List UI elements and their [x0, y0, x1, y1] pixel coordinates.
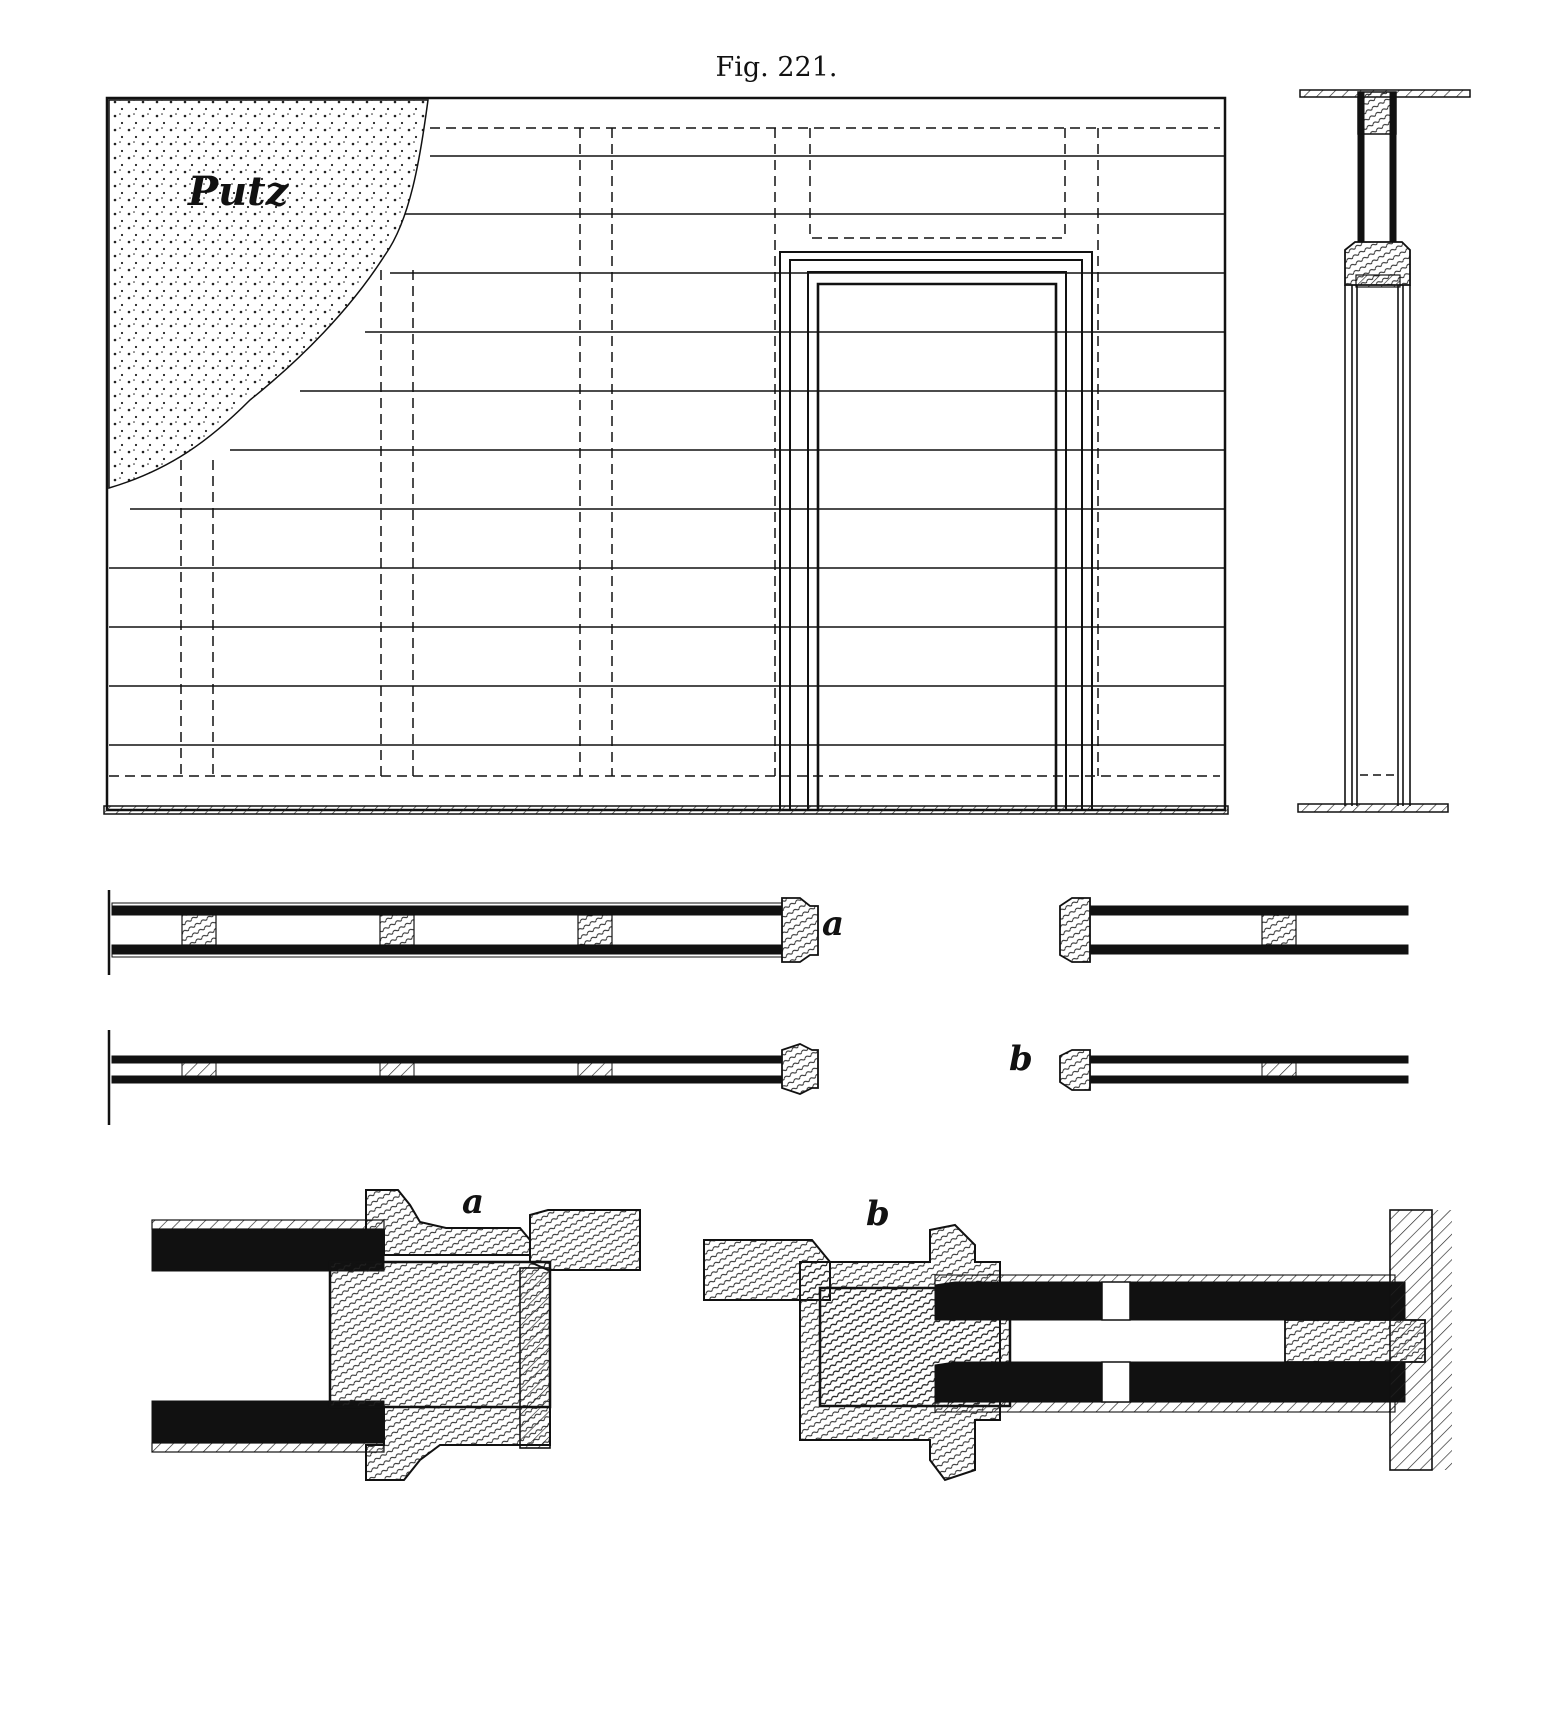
detail-b-label: b [866, 1194, 890, 1234]
plan-section-2 [1059, 897, 1409, 963]
plan-section-3 [107, 1030, 819, 1125]
detail-b [703, 1209, 1452, 1482]
wall-elevation [103, 96, 1229, 815]
plaster-label: Putz [188, 168, 289, 215]
plan-section-1 [107, 890, 819, 975]
vertical-section [1297, 89, 1471, 813]
plaster-area [108, 99, 429, 490]
figure-title: Fig. 221. [715, 52, 838, 83]
detail-a-label: a [462, 1182, 485, 1222]
section-b-label: b [1009, 1039, 1033, 1079]
detail-a [151, 1189, 641, 1481]
section-a-label: a [822, 904, 845, 944]
plan-section-4 [1059, 1049, 1409, 1091]
